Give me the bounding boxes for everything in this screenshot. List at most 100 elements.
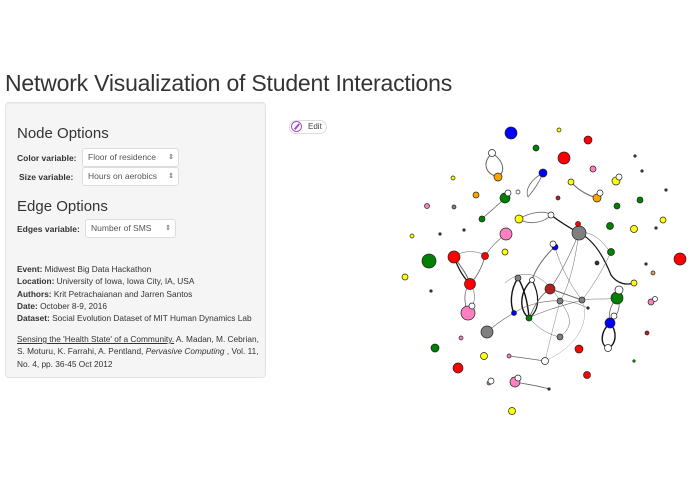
graph-node[interactable] (430, 343, 440, 353)
graph-node[interactable] (478, 215, 486, 223)
color-variable-select[interactable]: Floor of residence ⇕ (82, 148, 179, 167)
graph-node[interactable] (424, 203, 430, 209)
graph-node[interactable] (636, 196, 644, 204)
graph-node[interactable] (538, 168, 548, 178)
graph-node[interactable] (632, 359, 636, 363)
graph-edge (559, 232, 580, 302)
citation: Sensing the 'Health State' of a Communit… (17, 333, 262, 370)
graph-node[interactable] (511, 310, 517, 316)
graph-node[interactable] (640, 169, 644, 173)
graph-edge (528, 279, 539, 319)
options-panel: Node Options Color variable: Floor of re… (5, 102, 266, 378)
graph-node[interactable] (529, 277, 535, 283)
graph-node[interactable] (487, 377, 495, 385)
graph-node[interactable] (647, 298, 655, 306)
edges-variable-label: Edges variable: (17, 224, 80, 234)
graph-node[interactable] (596, 189, 604, 197)
graph-node[interactable] (644, 262, 648, 266)
graph-node[interactable] (493, 172, 503, 182)
event-value: Midwest Big Data Hackathon (44, 264, 152, 274)
edges-variable-select[interactable]: Number of SMS ⇕ (85, 219, 176, 238)
graph-edge (518, 211, 552, 220)
graph-node[interactable] (515, 189, 521, 195)
graph-node[interactable] (525, 314, 533, 322)
graph-node[interactable] (514, 274, 522, 282)
graph-node[interactable] (501, 248, 509, 256)
graph-node[interactable] (586, 306, 590, 310)
graph-edge (544, 300, 561, 362)
graph-node[interactable] (450, 175, 456, 181)
graph-node[interactable] (460, 305, 476, 321)
graph-node[interactable] (607, 248, 615, 256)
graph-node[interactable] (504, 189, 512, 197)
graph-node[interactable] (401, 273, 409, 281)
graph-node[interactable] (604, 344, 612, 352)
color-variable-value: Floor of residence (88, 152, 157, 162)
graph-node[interactable] (614, 285, 624, 295)
graph-node[interactable] (650, 270, 656, 276)
graph-node[interactable] (480, 325, 494, 339)
graph-node[interactable] (547, 387, 551, 391)
graph-node[interactable] (464, 278, 476, 290)
graph-node[interactable] (557, 151, 571, 165)
graph-node[interactable] (594, 260, 600, 266)
graph-node[interactable] (604, 317, 616, 329)
graph-node[interactable] (555, 195, 561, 201)
graph-node[interactable] (654, 226, 658, 230)
date-label: Date: (17, 300, 38, 311)
graph-node[interactable] (549, 240, 557, 248)
graph-node[interactable] (644, 330, 650, 336)
graph-node[interactable] (571, 225, 587, 241)
graph-node[interactable] (452, 362, 464, 374)
graph-node[interactable] (547, 211, 555, 219)
graph-node[interactable] (574, 344, 584, 354)
graph-node[interactable] (652, 296, 658, 302)
size-variable-label: Size variable: (19, 172, 74, 182)
graph-node[interactable] (664, 188, 668, 192)
graph-node[interactable] (610, 312, 618, 320)
graph-node[interactable] (583, 135, 593, 145)
graph-node[interactable] (613, 202, 621, 210)
graph-node[interactable] (575, 221, 581, 227)
graph-node[interactable] (504, 126, 518, 140)
graph-node[interactable] (659, 216, 667, 224)
graph-node[interactable] (506, 353, 512, 359)
graph-node[interactable] (606, 222, 614, 230)
graph-node[interactable] (429, 289, 433, 293)
graph-node[interactable] (578, 296, 586, 304)
graph-node[interactable] (544, 283, 556, 295)
graph-node[interactable] (583, 371, 591, 379)
graph-node[interactable] (462, 228, 466, 232)
graph-node[interactable] (438, 232, 442, 236)
graph-node[interactable] (630, 225, 638, 233)
graph-node[interactable] (556, 127, 562, 133)
size-variable-select[interactable]: Hours on aerobics ⇕ (82, 167, 179, 186)
graph-node[interactable] (488, 149, 496, 157)
graph-node[interactable] (633, 154, 637, 158)
graph-node[interactable] (472, 191, 480, 199)
graph-node[interactable] (508, 407, 516, 415)
graph-node[interactable] (556, 333, 564, 341)
graph-node[interactable] (673, 252, 687, 266)
graph-node[interactable] (499, 227, 513, 241)
graph-node[interactable] (556, 297, 564, 305)
graph-node[interactable] (480, 352, 488, 360)
graph-node[interactable] (447, 250, 461, 264)
graph-node[interactable] (514, 214, 524, 224)
graph-node[interactable] (567, 178, 575, 186)
graph-node[interactable] (541, 357, 549, 365)
graph-node[interactable] (615, 173, 623, 181)
graph-node[interactable] (532, 144, 540, 152)
graph-node[interactable] (514, 374, 522, 382)
graph-node[interactable] (481, 252, 489, 260)
citation-link[interactable]: Sensing the 'Health State' of a Communit… (17, 334, 175, 344)
graph-node[interactable] (468, 302, 476, 310)
graph-node[interactable] (409, 233, 415, 239)
graph-node[interactable] (421, 253, 437, 269)
graph-node[interactable] (458, 335, 464, 341)
graph-node[interactable] (589, 165, 597, 173)
edit-button[interactable]: Edit (289, 120, 327, 134)
graph-node[interactable] (451, 204, 457, 210)
graph-node[interactable] (630, 279, 638, 287)
